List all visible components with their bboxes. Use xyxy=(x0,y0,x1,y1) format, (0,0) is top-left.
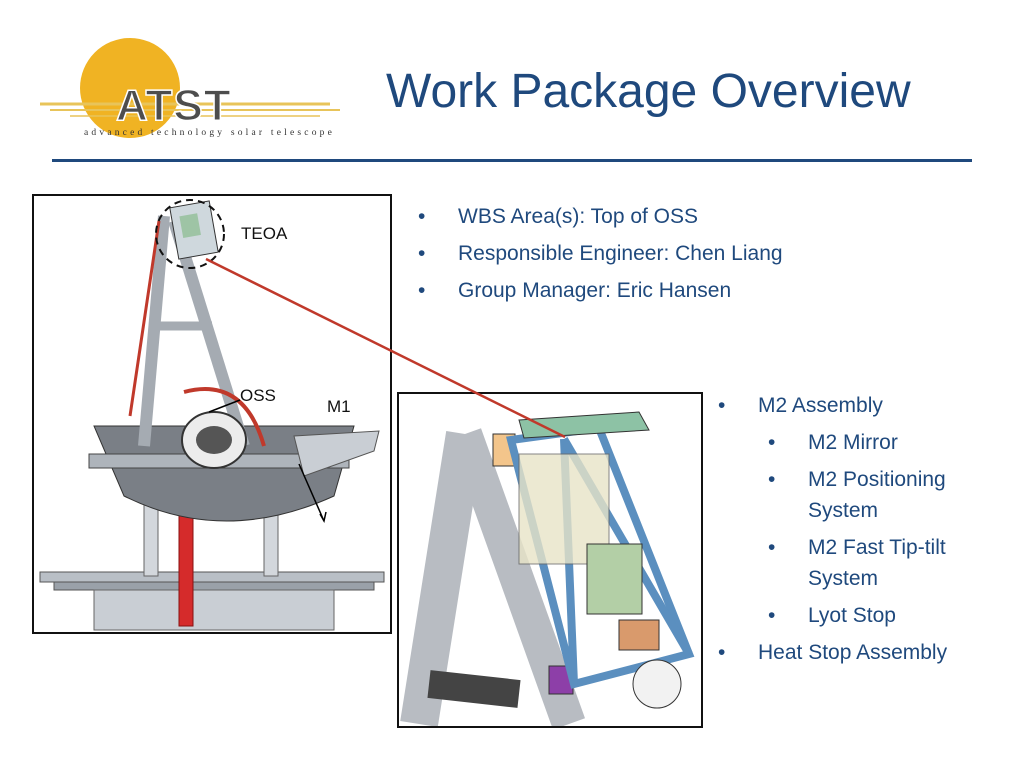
teoa-label: TEOA xyxy=(241,224,288,243)
oss-label: OSS xyxy=(240,386,276,405)
page-title: Work Package Overview xyxy=(386,65,911,118)
bullet-wbs-area: WBS Area(s): Top of OSS xyxy=(418,200,783,237)
bullet-m2-mirror: M2 Mirror xyxy=(768,427,1008,458)
bullet-responsible-engineer: Responsible Engineer: Chen Liang xyxy=(418,237,783,274)
bullet-m2-assembly: M2 Assembly xyxy=(718,390,1008,421)
atst-logo: ATST xyxy=(30,36,350,146)
m2-assembly-image xyxy=(397,392,703,728)
title-divider xyxy=(52,159,972,162)
bullet-group-manager: Group Manager: Eric Hansen xyxy=(418,274,783,311)
svg-text:ATST: ATST xyxy=(116,81,232,130)
assembly-bullet-list: M2 Assembly M2 Mirror M2 Positioning Sys… xyxy=(718,390,1008,674)
bullet-m2-fast-tip-tilt: M2 Fast Tip-tilt System xyxy=(768,532,1008,594)
wbs-bullet-list: WBS Area(s): Top of OSS Responsible Engi… xyxy=(418,200,783,311)
bullet-lyot-stop: Lyot Stop xyxy=(768,600,1008,631)
logo-tagline: advanced technology solar telescope xyxy=(84,128,336,138)
bullet-m2-positioning-system: M2 Positioning System xyxy=(768,464,1008,526)
m1-label: M1 xyxy=(327,397,351,416)
bullet-heat-stop-assembly: Heat Stop Assembly xyxy=(718,637,1008,668)
